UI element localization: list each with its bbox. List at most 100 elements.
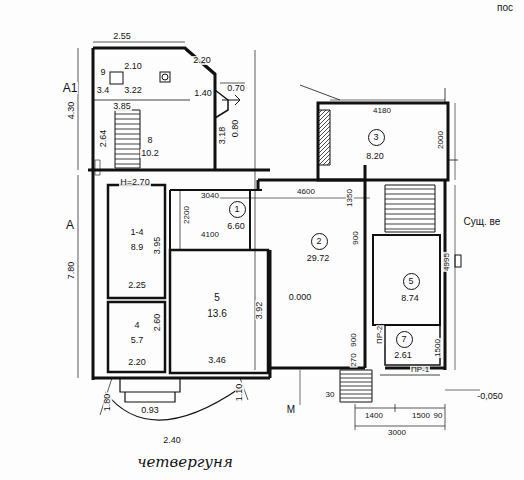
plan-label: 30 <box>325 391 336 399</box>
stair-step <box>115 149 140 150</box>
stair-step <box>385 209 435 210</box>
stair-step <box>340 382 372 383</box>
plan-label: 1400 <box>364 412 384 420</box>
plan-label: 900 <box>352 230 360 245</box>
plan-label: 0.000 <box>288 293 313 302</box>
plan-label: 29.72 <box>306 254 331 263</box>
stair-step <box>115 144 140 145</box>
plan-label: 2.55 <box>112 32 132 41</box>
room-number-circle: 7 <box>396 331 413 348</box>
plan-label: 3.95 <box>154 235 163 255</box>
plan-label: пос <box>496 3 514 13</box>
plan-label: Сущ. ве <box>463 217 502 227</box>
plan-label: 2.20 <box>192 56 212 65</box>
stair-step <box>115 159 140 160</box>
stair-step <box>115 154 140 155</box>
plan-label: 3000 <box>387 429 407 437</box>
plan-label: 90 <box>433 412 444 420</box>
room-number: 1 <box>234 205 239 214</box>
stair-step <box>340 378 372 379</box>
plan-label: 0.80 <box>232 118 241 138</box>
plan-label: 1500 <box>411 412 431 420</box>
plan-label: 10.2 <box>140 149 160 158</box>
plan-label: A1 <box>62 82 79 94</box>
plan-label: 1.10 <box>236 382 245 402</box>
stair-step <box>115 119 140 120</box>
plan-label: 0.93 <box>140 406 160 415</box>
room-number-circle: 1 <box>229 201 246 218</box>
stair-step <box>340 374 372 375</box>
plan-label: 2200 <box>183 205 191 225</box>
plan-label: 8.9 <box>130 243 145 252</box>
stair-step <box>115 129 140 130</box>
plan-label: 4995 <box>443 252 451 272</box>
plan-label: 9 <box>99 68 106 77</box>
stair-step <box>340 394 372 395</box>
stair-step <box>115 164 140 165</box>
plan-label: 2.10 <box>123 62 143 71</box>
room-number-circle: 2 <box>311 233 328 250</box>
stair-step <box>385 204 435 205</box>
room-number: 3 <box>373 133 378 142</box>
plan-label: 2.25 <box>127 281 147 290</box>
plan-label: ПР-1 <box>410 366 430 374</box>
plan-label: 3.85 <box>112 102 132 111</box>
plan-label: 1-4 <box>129 228 144 237</box>
plan-label: 1500 <box>434 338 442 358</box>
stair-step <box>385 214 435 215</box>
stair-step <box>385 219 435 220</box>
stair-step <box>340 398 372 399</box>
plan-label: 3.92 <box>256 300 265 320</box>
plan-label: 2.64 <box>100 128 109 148</box>
plan-label: четвергуня <box>136 455 234 470</box>
plan-label: ПР-2 <box>376 325 384 345</box>
stair-step <box>340 386 372 387</box>
plan-label: A <box>65 219 75 231</box>
plan-label: 8 <box>146 136 153 145</box>
stair-step <box>340 390 372 391</box>
plan-label: 900 <box>350 332 358 347</box>
plan-label: 7.80 <box>68 260 77 280</box>
plan-label: 1350 <box>346 188 354 208</box>
plan-label: 1.40 <box>193 89 213 98</box>
stair-step <box>115 124 140 125</box>
room-number: 5 <box>408 277 413 286</box>
plan-label: 4.30 <box>68 100 77 120</box>
plan-label: 2000 <box>437 130 445 150</box>
room-number: 7 <box>401 335 406 344</box>
plan-label: -0,050 <box>476 392 504 401</box>
room-number-circle: 3 <box>368 129 385 146</box>
plan-label: 0.70 <box>226 84 246 93</box>
plan-label: 4100 <box>200 231 220 239</box>
plan-label: 5.7 <box>130 336 145 345</box>
plan-label: 4600 <box>296 188 316 196</box>
plan-label: 8.74 <box>400 294 420 303</box>
plan-label: 5 <box>213 293 221 303</box>
stair-step <box>385 194 435 195</box>
plan-label: 4180 <box>372 107 392 115</box>
plan-label: М <box>286 405 296 415</box>
room-number-circle: 5 <box>403 273 420 290</box>
stair-step <box>385 189 435 190</box>
plan-label: 3.18 <box>219 125 228 145</box>
stair-step <box>385 199 435 200</box>
stair-step <box>385 229 435 230</box>
stair-step <box>385 224 435 225</box>
plan-label: 2.20 <box>127 358 147 367</box>
plan-label: 3040 <box>200 192 220 200</box>
plan-label: 3.46 <box>207 356 227 365</box>
plan-label: 2.60 <box>154 312 163 332</box>
plan-label: 270 <box>350 352 358 367</box>
stair-step <box>115 134 140 135</box>
room-number: 2 <box>316 237 321 246</box>
plan-label: H=2.70 <box>119 178 150 187</box>
plan-label: 4 <box>133 321 140 330</box>
stair-step <box>115 114 140 115</box>
plan-label: 8.20 <box>365 152 385 161</box>
plan-label: 3.22 <box>123 86 143 95</box>
plan-label: 6.60 <box>226 222 246 231</box>
stair-step <box>115 139 140 140</box>
plan-label: 2.61 <box>393 351 413 360</box>
plan-label: 13.6 <box>206 309 227 319</box>
